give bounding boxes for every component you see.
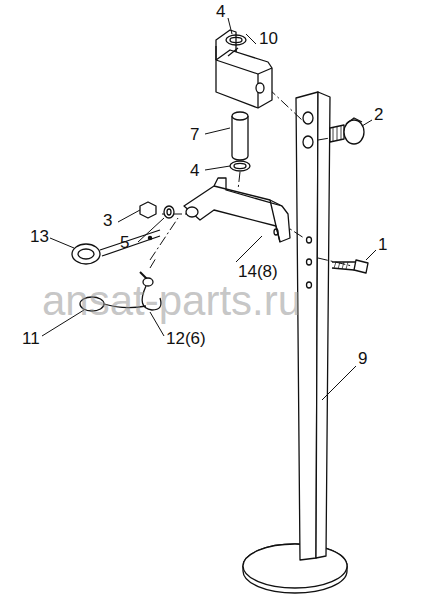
callout-number: 5 xyxy=(120,234,129,251)
callout-number: 4 xyxy=(190,162,199,179)
callout-number: 13 xyxy=(30,228,49,245)
callout-number: 10 xyxy=(259,30,278,47)
callout-number: 3 xyxy=(103,212,112,229)
callout-number: 14(8) xyxy=(238,263,278,280)
callout-number: 11 xyxy=(22,330,40,347)
callout-number: 2 xyxy=(374,106,383,123)
callout-number: 7 xyxy=(190,126,199,143)
callout-number: 12(6) xyxy=(166,330,206,347)
watermark: ansat-parts.ru xyxy=(42,280,301,322)
callout-number: 4 xyxy=(216,3,225,20)
callout-number: 9 xyxy=(358,350,367,367)
callout-number: 1 xyxy=(378,236,387,253)
